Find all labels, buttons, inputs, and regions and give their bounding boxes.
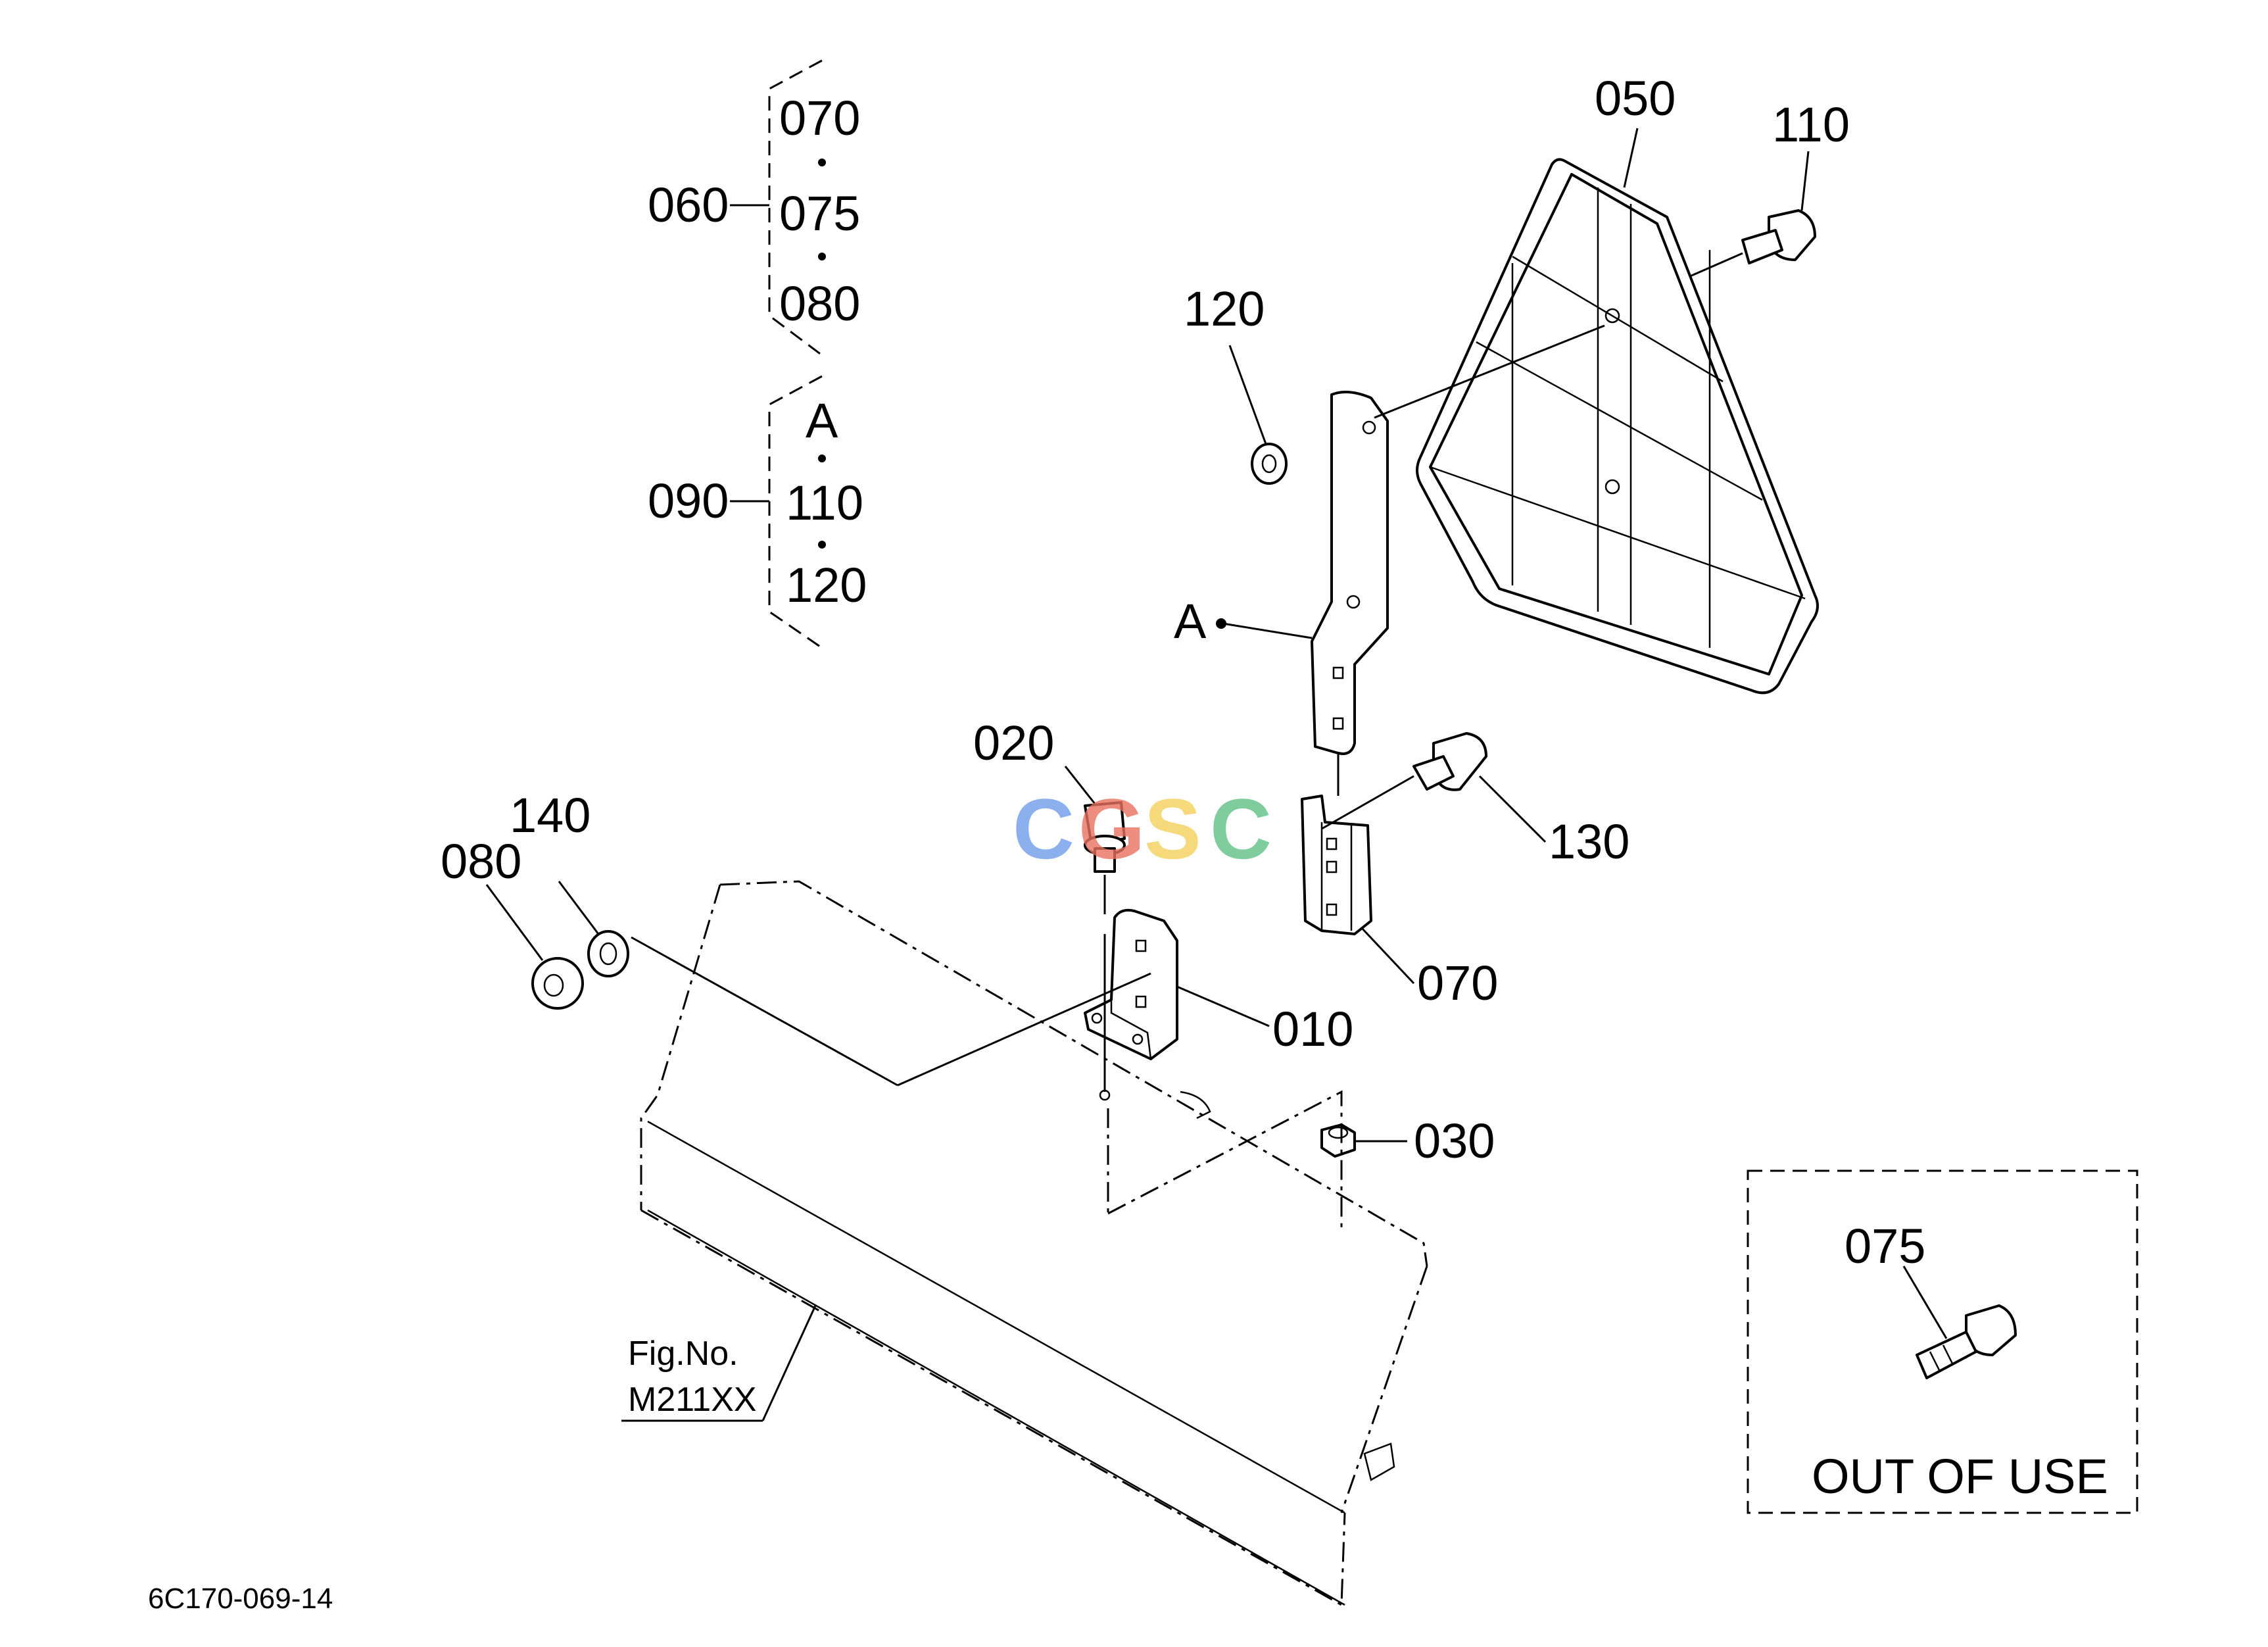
drawing-number: 6C170-069-14 xyxy=(148,1583,333,1615)
callout-a-marker: A xyxy=(1174,594,1207,649)
out-of-use-caption: OUT OF USE xyxy=(1812,1449,2108,1504)
channel-plate-070 xyxy=(1301,753,1372,935)
group-060-item-1: 070 xyxy=(779,91,860,145)
group-090-item-1: A xyxy=(806,393,838,448)
callouts: 050 110 120 020 130 070 010 030 140 080 xyxy=(441,71,1850,1168)
callout-020: 020 xyxy=(973,716,1054,770)
fig-reference: Fig.No. M211XX xyxy=(621,1305,817,1422)
nut-080 xyxy=(531,957,584,1010)
callout-070: 070 xyxy=(1417,956,1498,1010)
mirror-frame-050 xyxy=(1416,158,1819,695)
nut-120 xyxy=(1251,324,1605,485)
group-060-item-2: 075 xyxy=(779,186,860,241)
callout-010: 010 xyxy=(1272,1002,1353,1056)
group-090-item-3: 120 xyxy=(786,558,867,612)
callout-050: 050 xyxy=(1595,71,1676,126)
callout-130: 130 xyxy=(1549,814,1629,869)
out-of-use-inset: 075 OUT OF USE xyxy=(1747,1169,2138,1514)
angle-bracket-010 xyxy=(1084,908,1178,1060)
callout-075: 075 xyxy=(1845,1219,1925,1273)
group-060-label: 060 xyxy=(648,178,729,232)
callout-030: 030 xyxy=(1414,1114,1495,1168)
watermark-letter-2: G xyxy=(1078,781,1145,877)
callout-120: 120 xyxy=(1184,282,1265,336)
bullet-dot xyxy=(818,541,826,549)
callout-110: 110 xyxy=(1772,97,1850,152)
fig-ref-line1: Fig.No. xyxy=(628,1335,738,1373)
washer-140 xyxy=(587,930,1151,1087)
group-090-item-2: 110 xyxy=(786,476,863,530)
watermark-letter-3: S xyxy=(1144,781,1201,877)
bullet-dot xyxy=(818,253,826,260)
watermark-letter-4: C xyxy=(1210,781,1272,877)
group-090: 090 A 110 120 xyxy=(648,375,867,649)
mounting-panel xyxy=(640,880,1428,1607)
group-060: 060 070 075 080 xyxy=(648,59,860,356)
bolt-020 xyxy=(1084,801,1126,1101)
bracket-a: A xyxy=(1174,391,1389,755)
callout-080: 080 xyxy=(441,834,521,889)
callout-140: 140 xyxy=(510,788,591,843)
nut-030 xyxy=(1320,1123,1356,1158)
group-060-item-3: 080 xyxy=(779,276,860,331)
cgsc-watermark: C G S C xyxy=(1013,781,1272,877)
bolt-075 xyxy=(1916,1304,2017,1379)
bullet-dot xyxy=(818,159,826,166)
bolt-130 xyxy=(1321,732,1487,830)
bullet-dot xyxy=(818,455,826,462)
bolt-110 xyxy=(1689,209,1816,278)
watermark-letter-1: C xyxy=(1013,781,1074,877)
fig-ref-line2: M211XX xyxy=(628,1381,757,1419)
group-090-label: 090 xyxy=(648,474,729,528)
